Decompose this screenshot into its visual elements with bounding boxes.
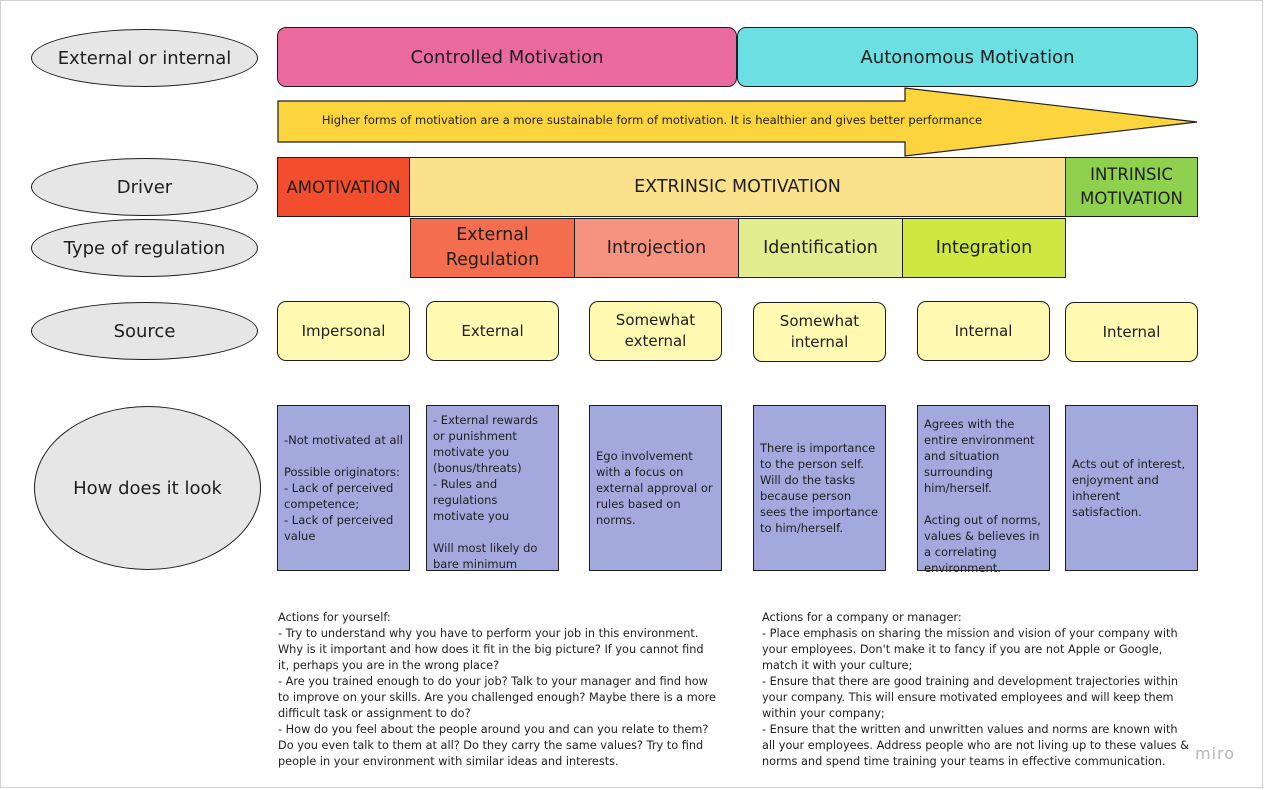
label-external-internal: External or internal [31, 29, 258, 87]
progression-arrow [277, 87, 1198, 157]
miro-logo: miro [1195, 744, 1236, 763]
actions-self-item: - Are you trained enough to do your job?… [278, 675, 716, 720]
extrinsic-motivation-box: EXTRINSIC MOTIVATION [409, 157, 1066, 217]
actions-self-item: - How do you feel about the people aroun… [278, 723, 709, 768]
actions-self-item: - Try to understand why you have to perf… [278, 627, 704, 672]
look-identification: There is importance to the person self. … [753, 405, 886, 571]
actions-self-title: Actions for yourself: [278, 611, 391, 624]
controlled-motivation-box: Controlled Motivation [277, 27, 737, 87]
regulation-external: External Regulation [410, 218, 575, 278]
source-internal: Internal [917, 301, 1050, 361]
regulation-introjection: Introjection [574, 218, 739, 278]
actions-company-item: - Ensure that there are good training an… [762, 675, 1178, 720]
look-integration: Agrees with the entire environment and s… [917, 405, 1050, 575]
label-driver: Driver [31, 158, 258, 216]
label-how-does-it-look: How does it look [34, 406, 261, 570]
look-introjection: Ego involvement with a focus on external… [589, 405, 722, 571]
actions-company-item: - Ensure that the written and unwritten … [762, 723, 1189, 768]
actions-company-item: - Place emphasis on sharing the mission … [762, 627, 1178, 672]
look-external: - External rewards or punishment motivat… [426, 405, 559, 571]
actions-for-yourself: Actions for yourself: - Try to understan… [278, 610, 718, 770]
look-amotivation: -Not motivated at all Possible originato… [277, 405, 410, 571]
source-impersonal: Impersonal [277, 301, 410, 361]
source-external: External [426, 301, 559, 361]
source-internal-intrinsic: Internal [1065, 302, 1198, 362]
autonomous-motivation-box: Autonomous Motivation [737, 27, 1198, 87]
label-source: Source [31, 302, 258, 360]
arrow-text: Higher forms of motivation are a more su… [321, 113, 983, 127]
actions-for-company: Actions for a company or manager: - Plac… [762, 610, 1192, 770]
source-somewhat-internal: Somewhat internal [753, 302, 886, 362]
intrinsic-motivation-box: INTRINSIC MOTIVATION [1065, 157, 1198, 217]
label-type-of-regulation: Type of regulation [31, 219, 258, 277]
regulation-identification: Identification [738, 218, 903, 278]
look-intrinsic: Acts out of interest, enjoyment and inhe… [1065, 405, 1198, 571]
actions-company-title: Actions for a company or manager: [762, 611, 962, 624]
source-somewhat-external: Somewhat external [589, 301, 722, 361]
regulation-integration: Integration [902, 218, 1066, 278]
amotivation-box: AMOTIVATION [277, 157, 410, 217]
